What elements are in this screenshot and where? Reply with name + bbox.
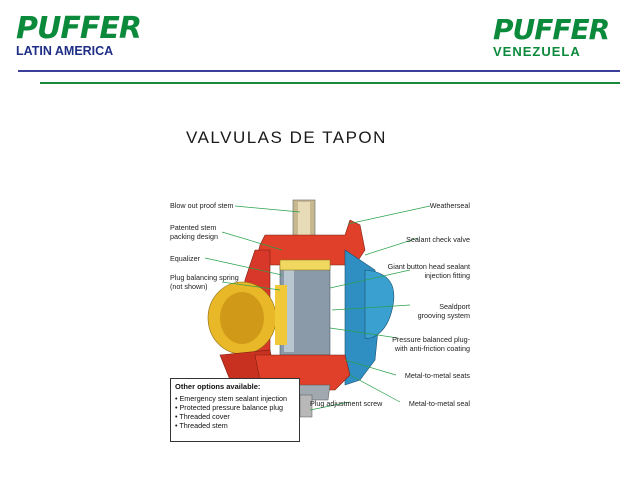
option-item-text: Emergency stem sealant injection <box>179 394 287 403</box>
logo-latin-america-main: PUFFER <box>16 11 142 46</box>
header-rule-blue <box>18 70 620 72</box>
plug-valve-cutaway-illustration <box>204 199 431 418</box>
option-item-text: Threaded cover <box>179 412 230 421</box>
label-sealdport-grooving: Sealdport grooving system <box>417 302 470 320</box>
logo-venezuela-sub: VENEZUELA <box>493 44 581 59</box>
option-item: • Emergency stem sealant injection <box>175 394 287 403</box>
page-title: VALVULAS DE TAPON <box>186 128 387 147</box>
option-item: • Threaded stem <box>175 421 228 430</box>
label-plug-balancing-spring: Plug balancing spring (not shown) <box>170 273 239 291</box>
other-options-box: Other options available: • Emergency ste… <box>170 378 300 442</box>
logo-venezuela-main: PUFFER <box>493 13 610 46</box>
label-weatherseal: Weatherseal <box>429 201 470 210</box>
label-blow-out-proof-stem: Blow out proof stem <box>170 201 234 210</box>
label-patented-stem-packing: Patented stem packing design <box>170 223 218 241</box>
option-item: • Protected pressure balance plug <box>175 403 284 412</box>
option-item: • Threaded cover <box>175 412 230 421</box>
other-options-heading: Other options available: <box>175 382 261 391</box>
header-rule-green <box>40 82 620 84</box>
label-pressure-balanced-plug: Pressure balanced plug- with anti-fricti… <box>392 335 470 353</box>
label-metal-to-metal-seal: Metal-to-metal seal <box>408 399 470 408</box>
logo-latin-america: PUFFER LATIN AMERICA <box>16 14 144 62</box>
option-item-text: Protected pressure balance plug <box>179 403 284 412</box>
label-giant-button-head-fitting: Giant button head sealant injection fitt… <box>387 262 470 280</box>
logo-latin-america-sub: LATIN AMERICA <box>16 44 114 58</box>
label-plug-adjustment-screw: Plug adjustment screw <box>310 399 383 408</box>
label-equalizer: Equalizer <box>170 254 200 263</box>
option-item-text: Threaded stem <box>179 421 228 430</box>
label-metal-to-metal-seats: Metal-to-metal seats <box>404 371 470 380</box>
label-sealant-check-valve: Sealant check valve <box>406 235 470 244</box>
logo-venezuela: PUFFER VENEZUELA <box>493 16 621 64</box>
